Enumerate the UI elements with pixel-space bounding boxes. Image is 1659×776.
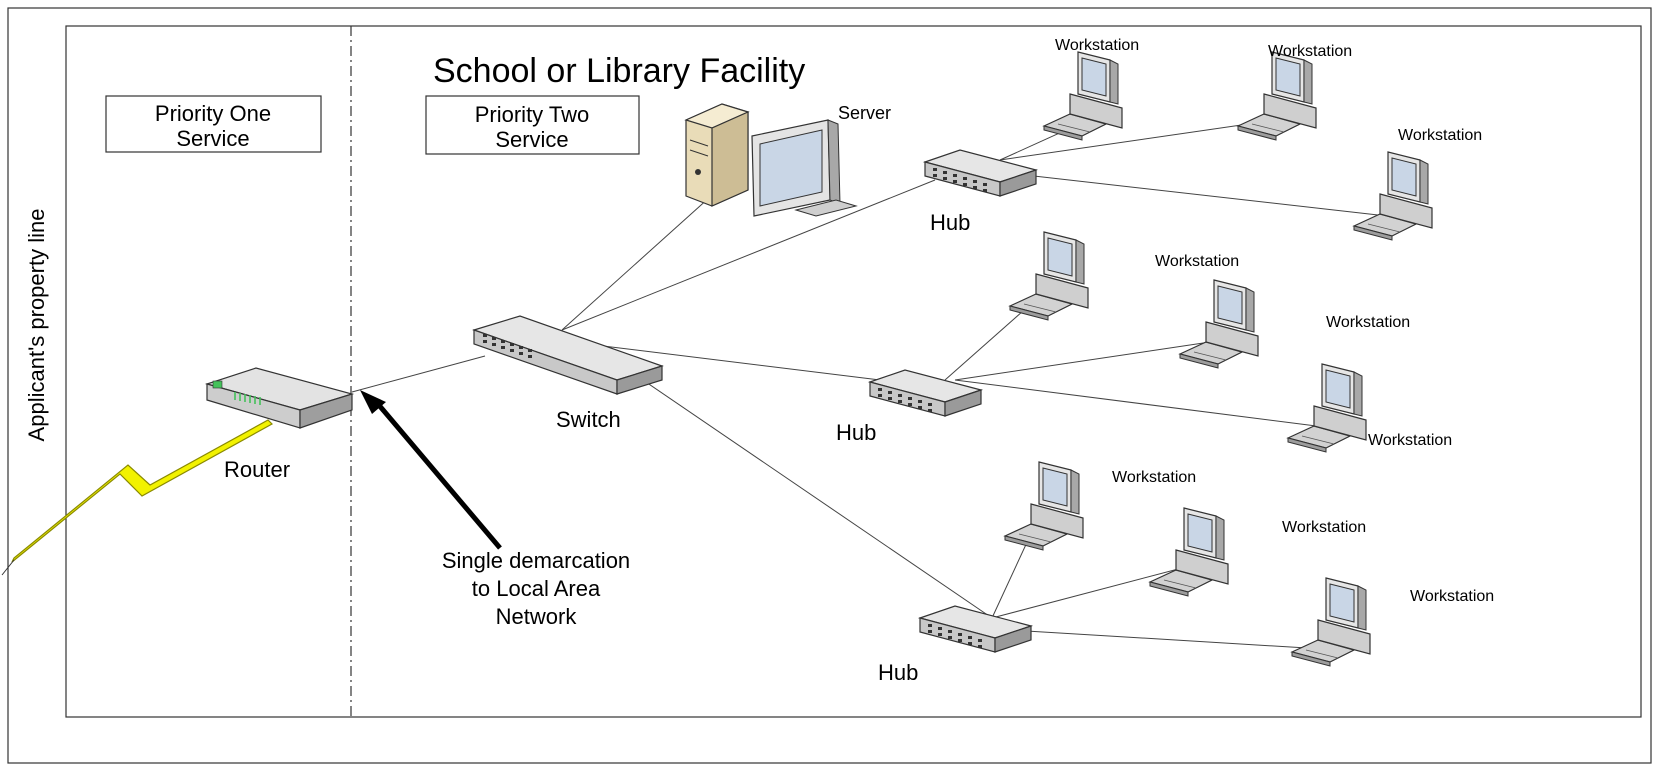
- hub-3-icon: [919, 605, 1032, 653]
- priority-two-line1: Priority Two: [475, 102, 590, 127]
- priority-one-line2: Service: [176, 126, 249, 151]
- priority-two-line2: Service: [495, 127, 568, 152]
- priority-one-line1: Priority One: [155, 101, 271, 126]
- switch-icon: [472, 315, 664, 395]
- workstation-3-label: Workstation: [1398, 127, 1482, 144]
- workstation-9-icon: [1291, 577, 1371, 667]
- workstation-4-label: Workstation: [1155, 253, 1239, 270]
- demarcation-line2: to Local Area: [472, 576, 601, 601]
- workstation-3-icon: [1353, 151, 1433, 241]
- workstation-4-icon: [1009, 231, 1089, 321]
- hub-2-label: Hub: [836, 420, 876, 445]
- workstation-5-label: Workstation: [1326, 314, 1410, 331]
- workstation-1-label: Workstation: [1055, 37, 1139, 54]
- workstation-1-icon: [1043, 51, 1123, 141]
- workstation-2-label: Workstation: [1268, 43, 1352, 60]
- demarcation-note: Single demarcation to Local Area Network: [442, 548, 630, 629]
- workstation-9-label: Workstation: [1410, 588, 1494, 605]
- property-line-label: Applicant's property line: [24, 209, 49, 442]
- demarcation-line3: Network: [496, 604, 578, 629]
- router-label: Router: [224, 457, 290, 482]
- wan-lightning-icon: [11, 419, 273, 563]
- workstation-6-label: Workstation: [1368, 432, 1452, 449]
- priority-one-box: Priority One Service: [105, 95, 322, 153]
- workstation-7-icon: [1004, 461, 1084, 551]
- switch-label: Switch: [556, 407, 621, 432]
- hub-3-label: Hub: [878, 660, 918, 685]
- facility-title: School or Library Facility: [433, 52, 805, 90]
- hub-1-label: Hub: [930, 210, 970, 235]
- workstation-7-label: Workstation: [1112, 469, 1196, 486]
- workstation-8-label: Workstation: [1282, 519, 1366, 536]
- demarcation-arrow: [360, 390, 502, 550]
- workstation-6-icon: [1287, 363, 1367, 453]
- facility-boundary: [65, 25, 1642, 718]
- outer-frame: [7, 7, 1652, 764]
- network-links: [351, 121, 1379, 651]
- workstation-8-icon: [1149, 507, 1229, 597]
- demarcation-line1: Single demarcation: [442, 548, 630, 573]
- server-icon: [684, 103, 858, 217]
- workstation-5-icon: [1179, 279, 1259, 369]
- server-label: Server: [838, 103, 891, 123]
- priority-two-box: Priority Two Service: [425, 95, 640, 155]
- workstation-2-icon: [1237, 51, 1317, 141]
- hub-2-icon: [869, 369, 982, 417]
- router-icon: [204, 367, 355, 429]
